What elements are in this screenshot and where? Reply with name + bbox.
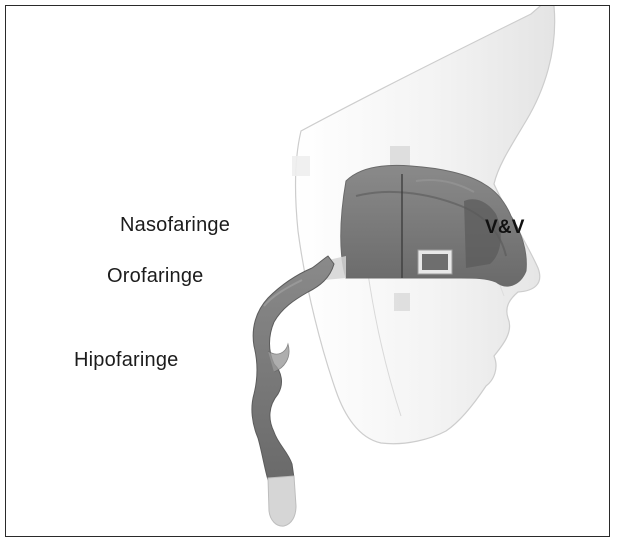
left-faint-marker <box>292 156 310 176</box>
head-airway-illustration <box>6 6 610 537</box>
label-hipofaringe: Hipofaringe <box>74 349 179 372</box>
lower-marker <box>394 293 410 311</box>
trachea <box>268 476 296 526</box>
label-vv: V&V <box>485 217 525 239</box>
label-nasofaringe: Nasofaringe <box>120 214 230 237</box>
airway-box-inner <box>422 254 448 270</box>
label-orofaringe: Orofaringe <box>107 265 204 288</box>
figure-frame: Nasofaringe Orofaringe Hipofaringe V&V <box>5 5 610 537</box>
upper-marker <box>390 146 410 168</box>
